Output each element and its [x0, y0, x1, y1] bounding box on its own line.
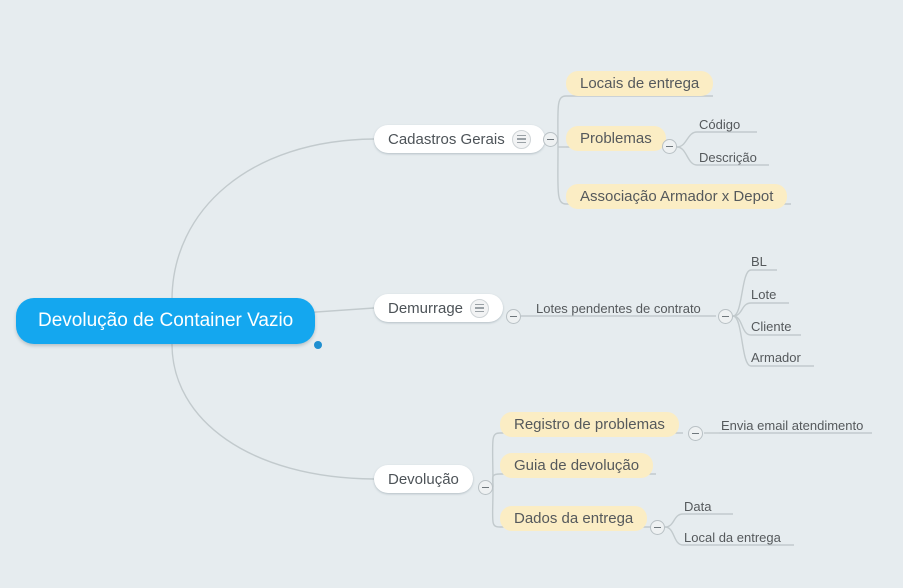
node-local-da-entrega[interactable]: Local da entrega	[684, 530, 781, 546]
collapse-toggle-lotes-pendentes[interactable]	[718, 309, 733, 324]
edge-root-devolucao	[171, 343, 375, 480]
node-armador-label: Armador	[751, 350, 801, 365]
node-local-da-entrega-label: Local da entrega	[684, 530, 781, 545]
node-descricao-label: Descrição	[699, 150, 757, 165]
node-cliente-label: Cliente	[751, 319, 792, 334]
node-dados-da-entrega-label: Dados da entrega	[514, 510, 634, 527]
node-armador[interactable]: Armador	[751, 350, 801, 366]
node-registro-de-problemas-label: Registro de problemas	[514, 416, 665, 433]
collapse-toggle-dados-da-entrega[interactable]	[650, 520, 665, 535]
edge-cadastros-associacao	[557, 146, 567, 205]
collapse-toggle-problemas[interactable]	[662, 139, 677, 154]
edge-cadastros-locais	[557, 95, 567, 148]
edge-lotes-bl	[732, 269, 752, 317]
node-associacao-armador-x-depot-label: Associação Armador x Depot	[580, 188, 774, 205]
root-node[interactable]: Devolução de Container Vazio	[16, 298, 316, 344]
node-bl-label: BL	[751, 254, 767, 269]
node-descricao[interactable]: Descrição	[699, 150, 757, 166]
root-node-anchor-dot	[314, 341, 322, 349]
root-node-label: Devolução de Container Vazio	[38, 310, 294, 331]
node-data[interactable]: Data	[684, 499, 711, 515]
edge-lotes-armador	[732, 315, 752, 367]
edge-devolucao-registro	[491, 432, 501, 488]
node-envia-email-atendimento-label: Envia email atendimento	[721, 418, 864, 433]
node-locais-de-entrega-label: Locais de entrega	[580, 75, 700, 92]
node-devolucao-label: Devolução	[388, 470, 459, 488]
node-lotes-pendentes-de-contrato[interactable]: Lotes pendentes de contrato	[536, 301, 701, 317]
edge-dados-data	[664, 513, 684, 528]
edge-problemas-codigo	[676, 131, 698, 148]
node-cliente[interactable]: Cliente	[751, 319, 791, 335]
note-lines-icon[interactable]	[470, 298, 490, 318]
node-lote[interactable]: Lote	[751, 287, 776, 303]
edge-root-cadastros	[171, 138, 375, 301]
node-registro-de-problemas[interactable]: Registro de problemas	[500, 412, 679, 437]
collapse-toggle-devolucao[interactable]	[478, 480, 493, 495]
node-bl[interactable]: BL	[751, 254, 767, 270]
edge-problemas-descricao	[676, 146, 698, 166]
node-locais-de-entrega[interactable]: Locais de entrega	[566, 71, 714, 96]
node-dados-da-entrega[interactable]: Dados da entrega	[500, 506, 648, 531]
collapse-toggle-registro-de-problemas[interactable]	[688, 426, 703, 441]
node-guia-de-devolucao-label: Guia de devolução	[514, 457, 640, 474]
node-lotes-pendentes-de-contrato-label: Lotes pendentes de contrato	[536, 301, 701, 316]
node-demurrage[interactable]: Demurrage	[374, 294, 504, 322]
edge-dados-local	[664, 526, 684, 546]
node-demurrage-label: Demurrage	[388, 299, 464, 317]
node-problemas[interactable]: Problemas	[566, 126, 666, 151]
collapse-toggle-demurrage[interactable]	[506, 309, 521, 324]
edge-devolucao-dados	[491, 486, 501, 528]
node-guia-de-devolucao[interactable]: Guia de devolução	[500, 453, 654, 478]
node-devolucao[interactable]: Devolução	[374, 465, 473, 493]
node-cadastros-gerais-label: Cadastros Gerais	[388, 130, 505, 148]
node-data-label: Data	[684, 499, 712, 514]
node-cadastros-gerais[interactable]: Cadastros Gerais	[374, 125, 545, 153]
node-envia-email-atendimento[interactable]: Envia email atendimento	[721, 418, 863, 434]
note-lines-icon[interactable]	[511, 129, 531, 149]
node-codigo-label: Código	[699, 117, 741, 132]
node-problemas-label: Problemas	[580, 130, 652, 147]
node-associacao-armador-x-depot[interactable]: Associação Armador x Depot	[566, 184, 788, 209]
edge-lotes-cliente	[732, 315, 752, 336]
node-lote-label: Lote	[751, 287, 777, 302]
node-codigo[interactable]: Código	[699, 117, 740, 133]
edge-lotes-lote	[732, 302, 752, 317]
collapse-toggle-cadastros-gerais[interactable]	[543, 132, 558, 147]
edge-devolucao-guia	[491, 473, 501, 488]
